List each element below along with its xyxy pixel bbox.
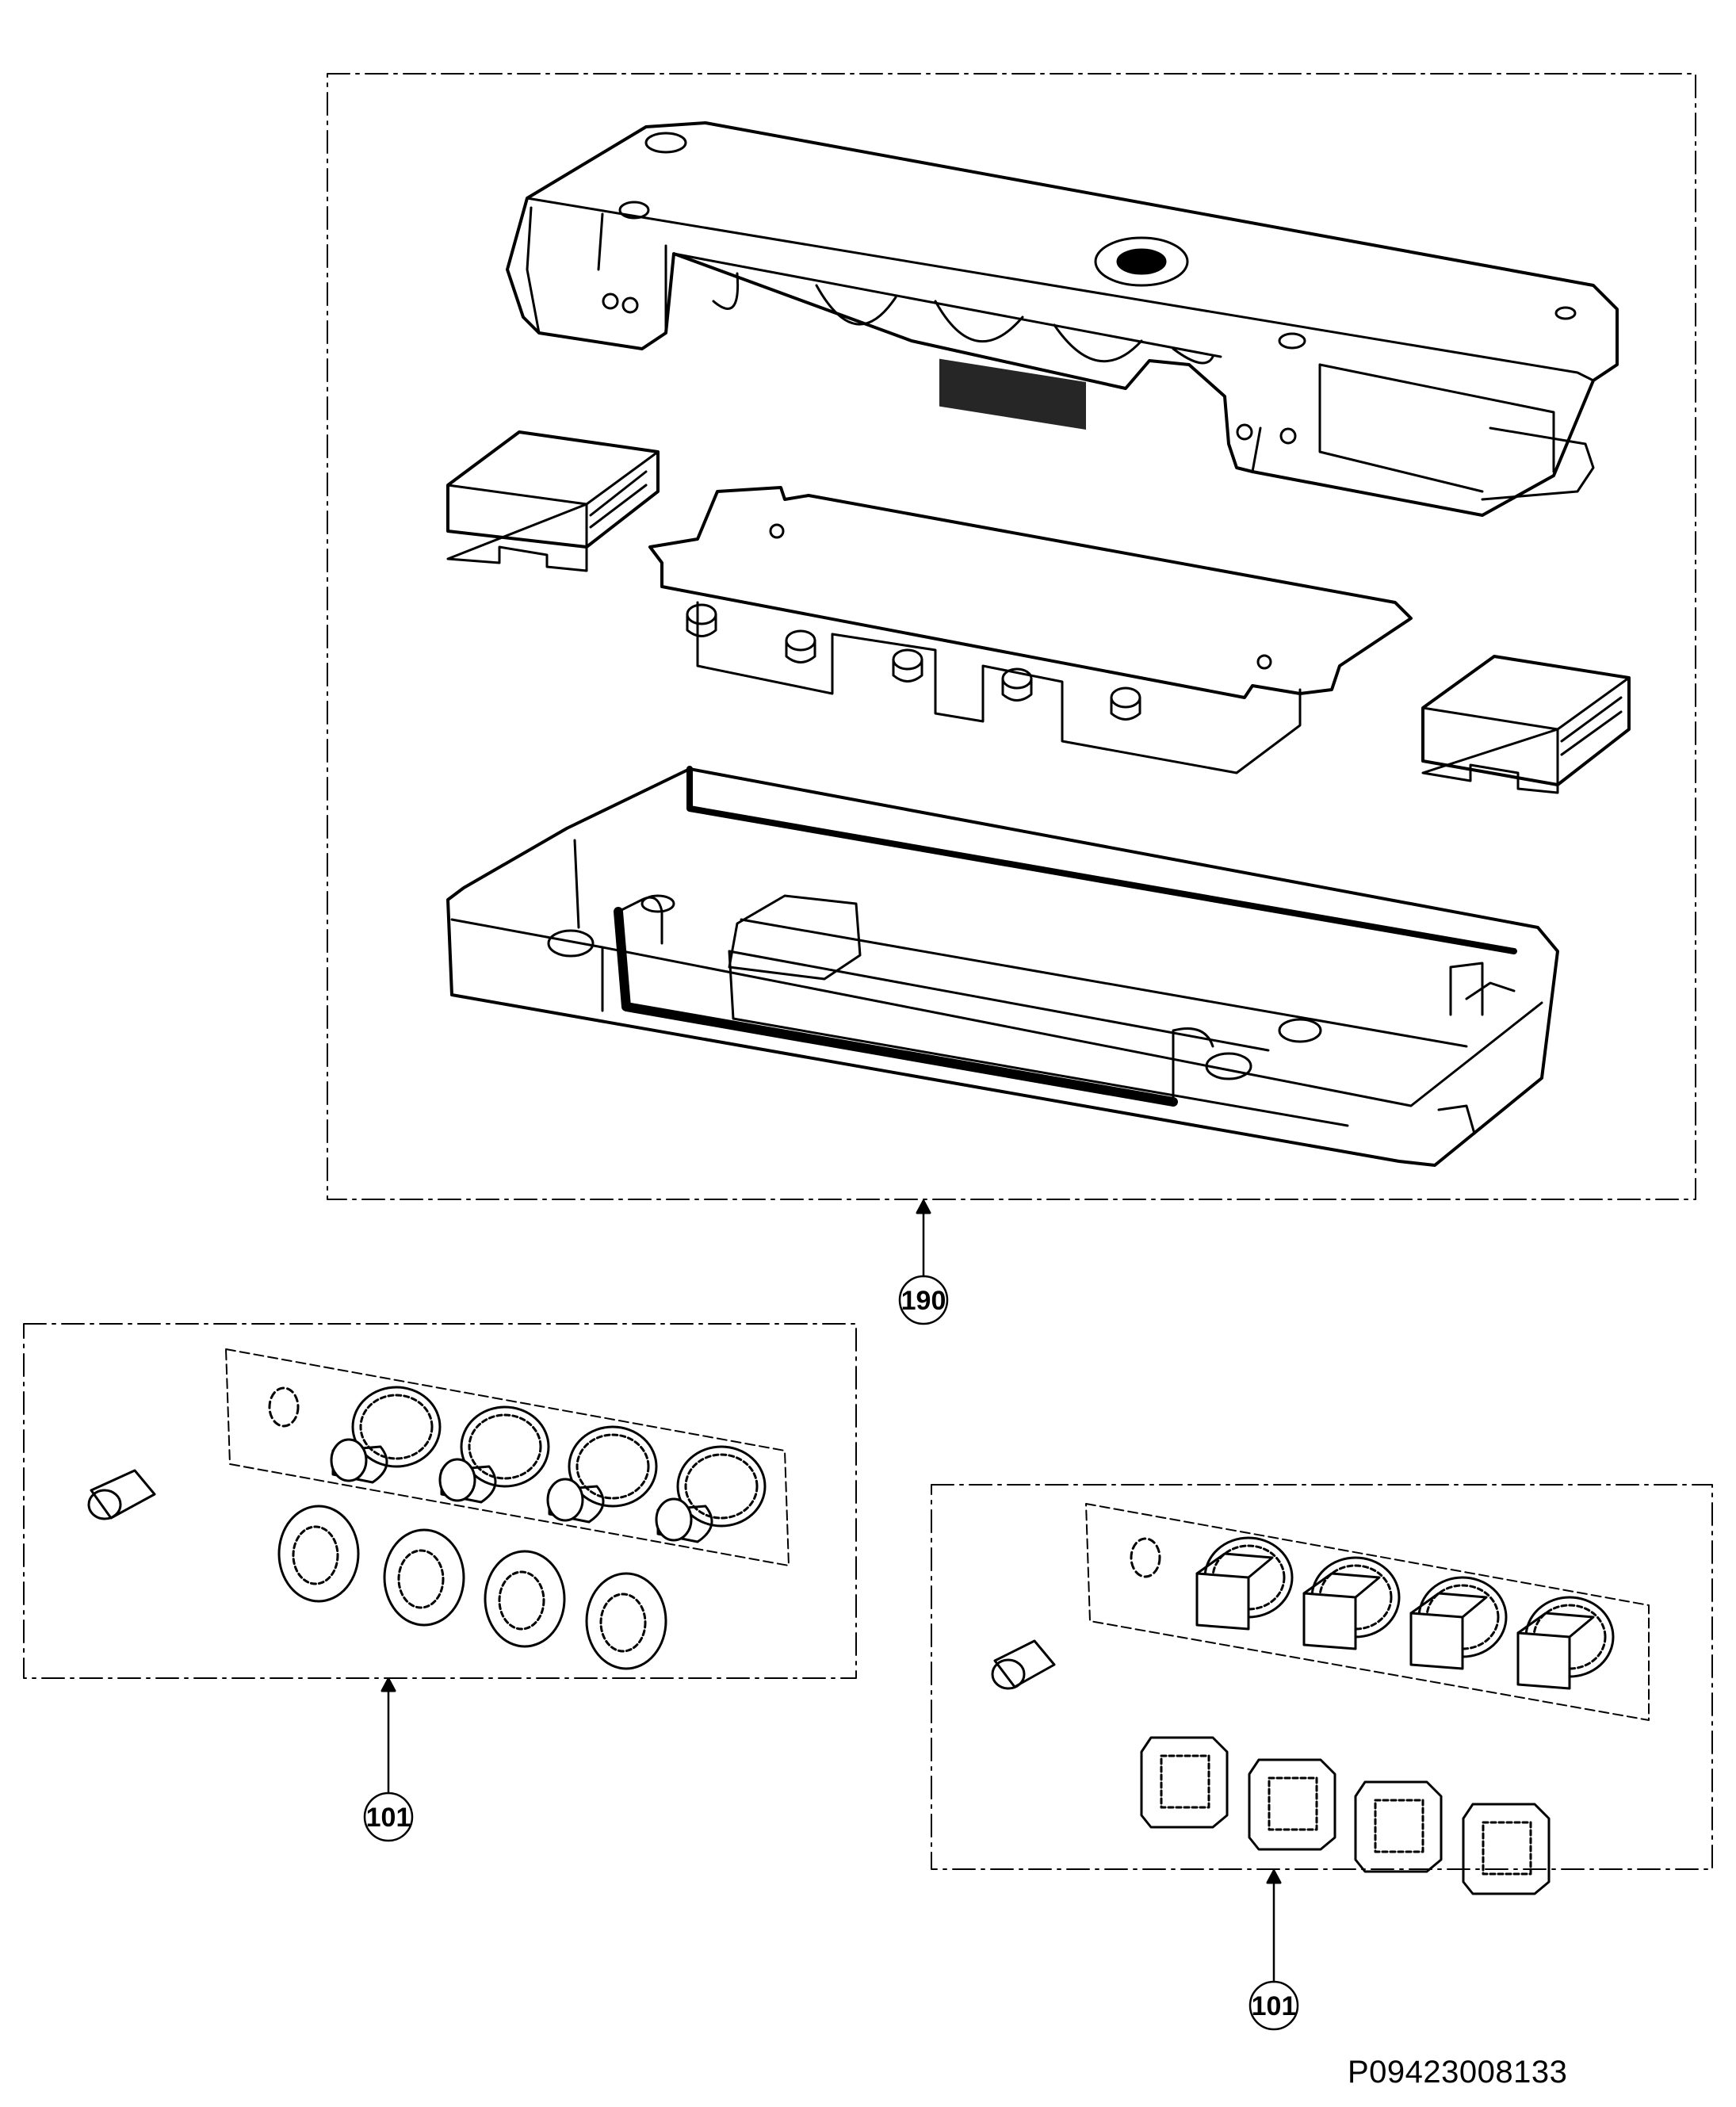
callout-label-101-right: 101 [1252,1991,1297,2021]
pcb-board [648,486,1413,774]
right-connector-block [1421,655,1631,794]
callout-circle-101-left [363,1792,414,1842]
callout-label-190: 190 [901,1286,946,1316]
panel-101-left-group: 101 [23,1323,857,1842]
right-button-caps [1140,1736,1551,1895]
left-knob-set [330,1386,767,1543]
assembly-190-frame [327,73,1696,1200]
callout-circle-101-right [1248,1980,1299,2031]
left-connector-block [446,430,660,572]
panel-101-right-group: 101 [931,1484,1713,2031]
left-control-strip [225,1348,790,1566]
top-cover [506,121,1619,517]
right-control-strip [1085,1503,1650,1721]
panel-101-right-frame [931,1484,1713,1870]
right-button-set [1195,1536,1615,1690]
left-indicator-lens [87,1469,156,1520]
document-code: P09423008133 [1348,2055,1568,2090]
bottom-tray [446,766,1559,1167]
callout-circle-190 [898,1275,949,1325]
right-indicator-lens [991,1639,1056,1690]
panel-101-left-frame [23,1323,857,1679]
assembly-190-group: 190 [327,73,1696,1325]
callout-label-101-left: 101 [366,1803,411,1833]
left-bezel-rings [277,1505,667,1670]
